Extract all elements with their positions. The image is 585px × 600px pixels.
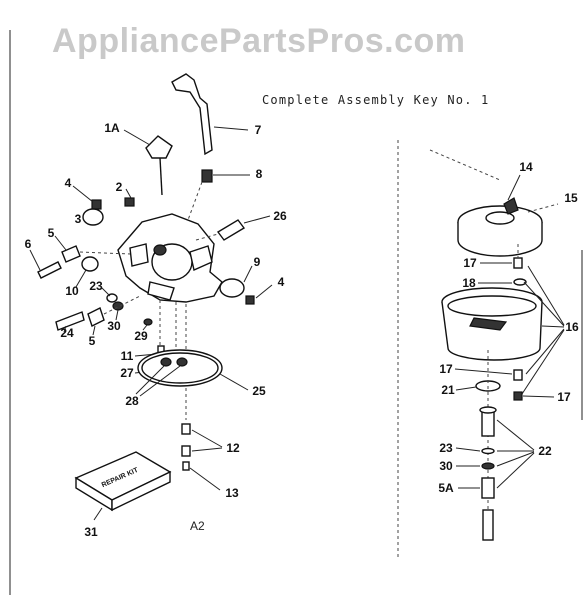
part-label-8: 8 <box>255 167 263 181</box>
bowl-part-16 <box>441 265 565 395</box>
gasket-part-25 <box>137 349 249 391</box>
washer-part-21 <box>455 380 501 392</box>
choke-shaft-part-1A <box>123 129 173 196</box>
watermark: AppliancePartsPros.com <box>52 22 466 60</box>
screw-part-6 <box>29 249 62 279</box>
pin-part-15 <box>527 203 559 213</box>
spring-part-8 <box>201 169 250 183</box>
washer-part-18 <box>478 278 527 286</box>
diagram-subtitle: A2 <box>190 519 205 533</box>
jet-assembly-part-22 <box>455 406 535 541</box>
part-label-17: 17 <box>439 362 453 376</box>
screw-part-4-right <box>245 284 273 305</box>
screw-part-2 <box>124 188 135 207</box>
part-label-25: 25 <box>252 384 266 398</box>
repair-kit-part-31 <box>74 451 172 521</box>
needle-part-5-bottom <box>87 307 105 336</box>
part-label-17: 17 <box>557 390 571 404</box>
part-label-21: 21 <box>441 383 455 397</box>
part-label-12: 12 <box>226 441 240 455</box>
part-label-30: 30 <box>439 459 453 473</box>
part-label-15: 15 <box>564 191 578 205</box>
throttle-shaft-part-7 <box>171 73 249 156</box>
part-label-30: 30 <box>107 319 121 333</box>
part-label-13: 13 <box>225 486 239 500</box>
part-label-22: 22 <box>538 444 552 458</box>
part-label-6: 6 <box>24 237 32 251</box>
part-label-23: 23 <box>89 279 103 293</box>
part-label-10: 10 <box>65 284 79 298</box>
washer-part-23 <box>101 287 118 303</box>
part-label-14: 14 <box>519 160 533 174</box>
carburetor-body <box>117 181 223 303</box>
nut-part-12 <box>181 423 223 457</box>
part-label-4: 4 <box>64 176 72 190</box>
part-label-31: 31 <box>84 525 98 539</box>
part-label-5: 5 <box>88 334 96 348</box>
part-label-26: 26 <box>273 209 287 223</box>
nut-part-17-right <box>513 391 555 401</box>
screw-part-4-top <box>72 185 102 210</box>
float-part-28 <box>135 357 188 397</box>
needle-valve-part-5 <box>54 235 81 263</box>
part-label-2: 2 <box>115 180 123 194</box>
part-label-4: 4 <box>277 275 285 289</box>
cap-part-14 <box>457 174 543 257</box>
choke-plate-part-3 <box>82 208 104 226</box>
seat-part-29 <box>142 318 153 331</box>
part-label-1A: 1A <box>104 121 120 135</box>
part-label-28: 28 <box>125 394 139 408</box>
part-label-16: 16 <box>565 320 579 334</box>
spring-part-17-lower <box>454 368 523 381</box>
part-label-29: 29 <box>134 329 148 343</box>
part-label-27: 27 <box>120 366 134 380</box>
plug-part-10 <box>75 256 99 288</box>
part-label-23: 23 <box>439 441 453 455</box>
throttle-plate-part-9 <box>219 265 253 298</box>
part-label-3: 3 <box>74 212 82 226</box>
assembly-title: Complete Assembly Key No. 1 <box>262 93 490 107</box>
part-label-11: 11 <box>120 349 134 363</box>
dashed-lead-top <box>429 149 501 181</box>
needle-part-24 <box>55 311 85 333</box>
part-label-9: 9 <box>253 255 261 269</box>
part-label-7: 7 <box>254 123 262 137</box>
part-label-17: 17 <box>463 256 477 270</box>
bushing-part-26 <box>216 215 271 241</box>
part-label-5A: 5A <box>438 481 454 495</box>
part-label-24: 24 <box>60 326 74 340</box>
part-label-18: 18 <box>462 276 476 290</box>
part-label-5: 5 <box>47 226 55 240</box>
screw-part-13 <box>182 461 221 491</box>
spring-part-17-top <box>480 257 523 269</box>
